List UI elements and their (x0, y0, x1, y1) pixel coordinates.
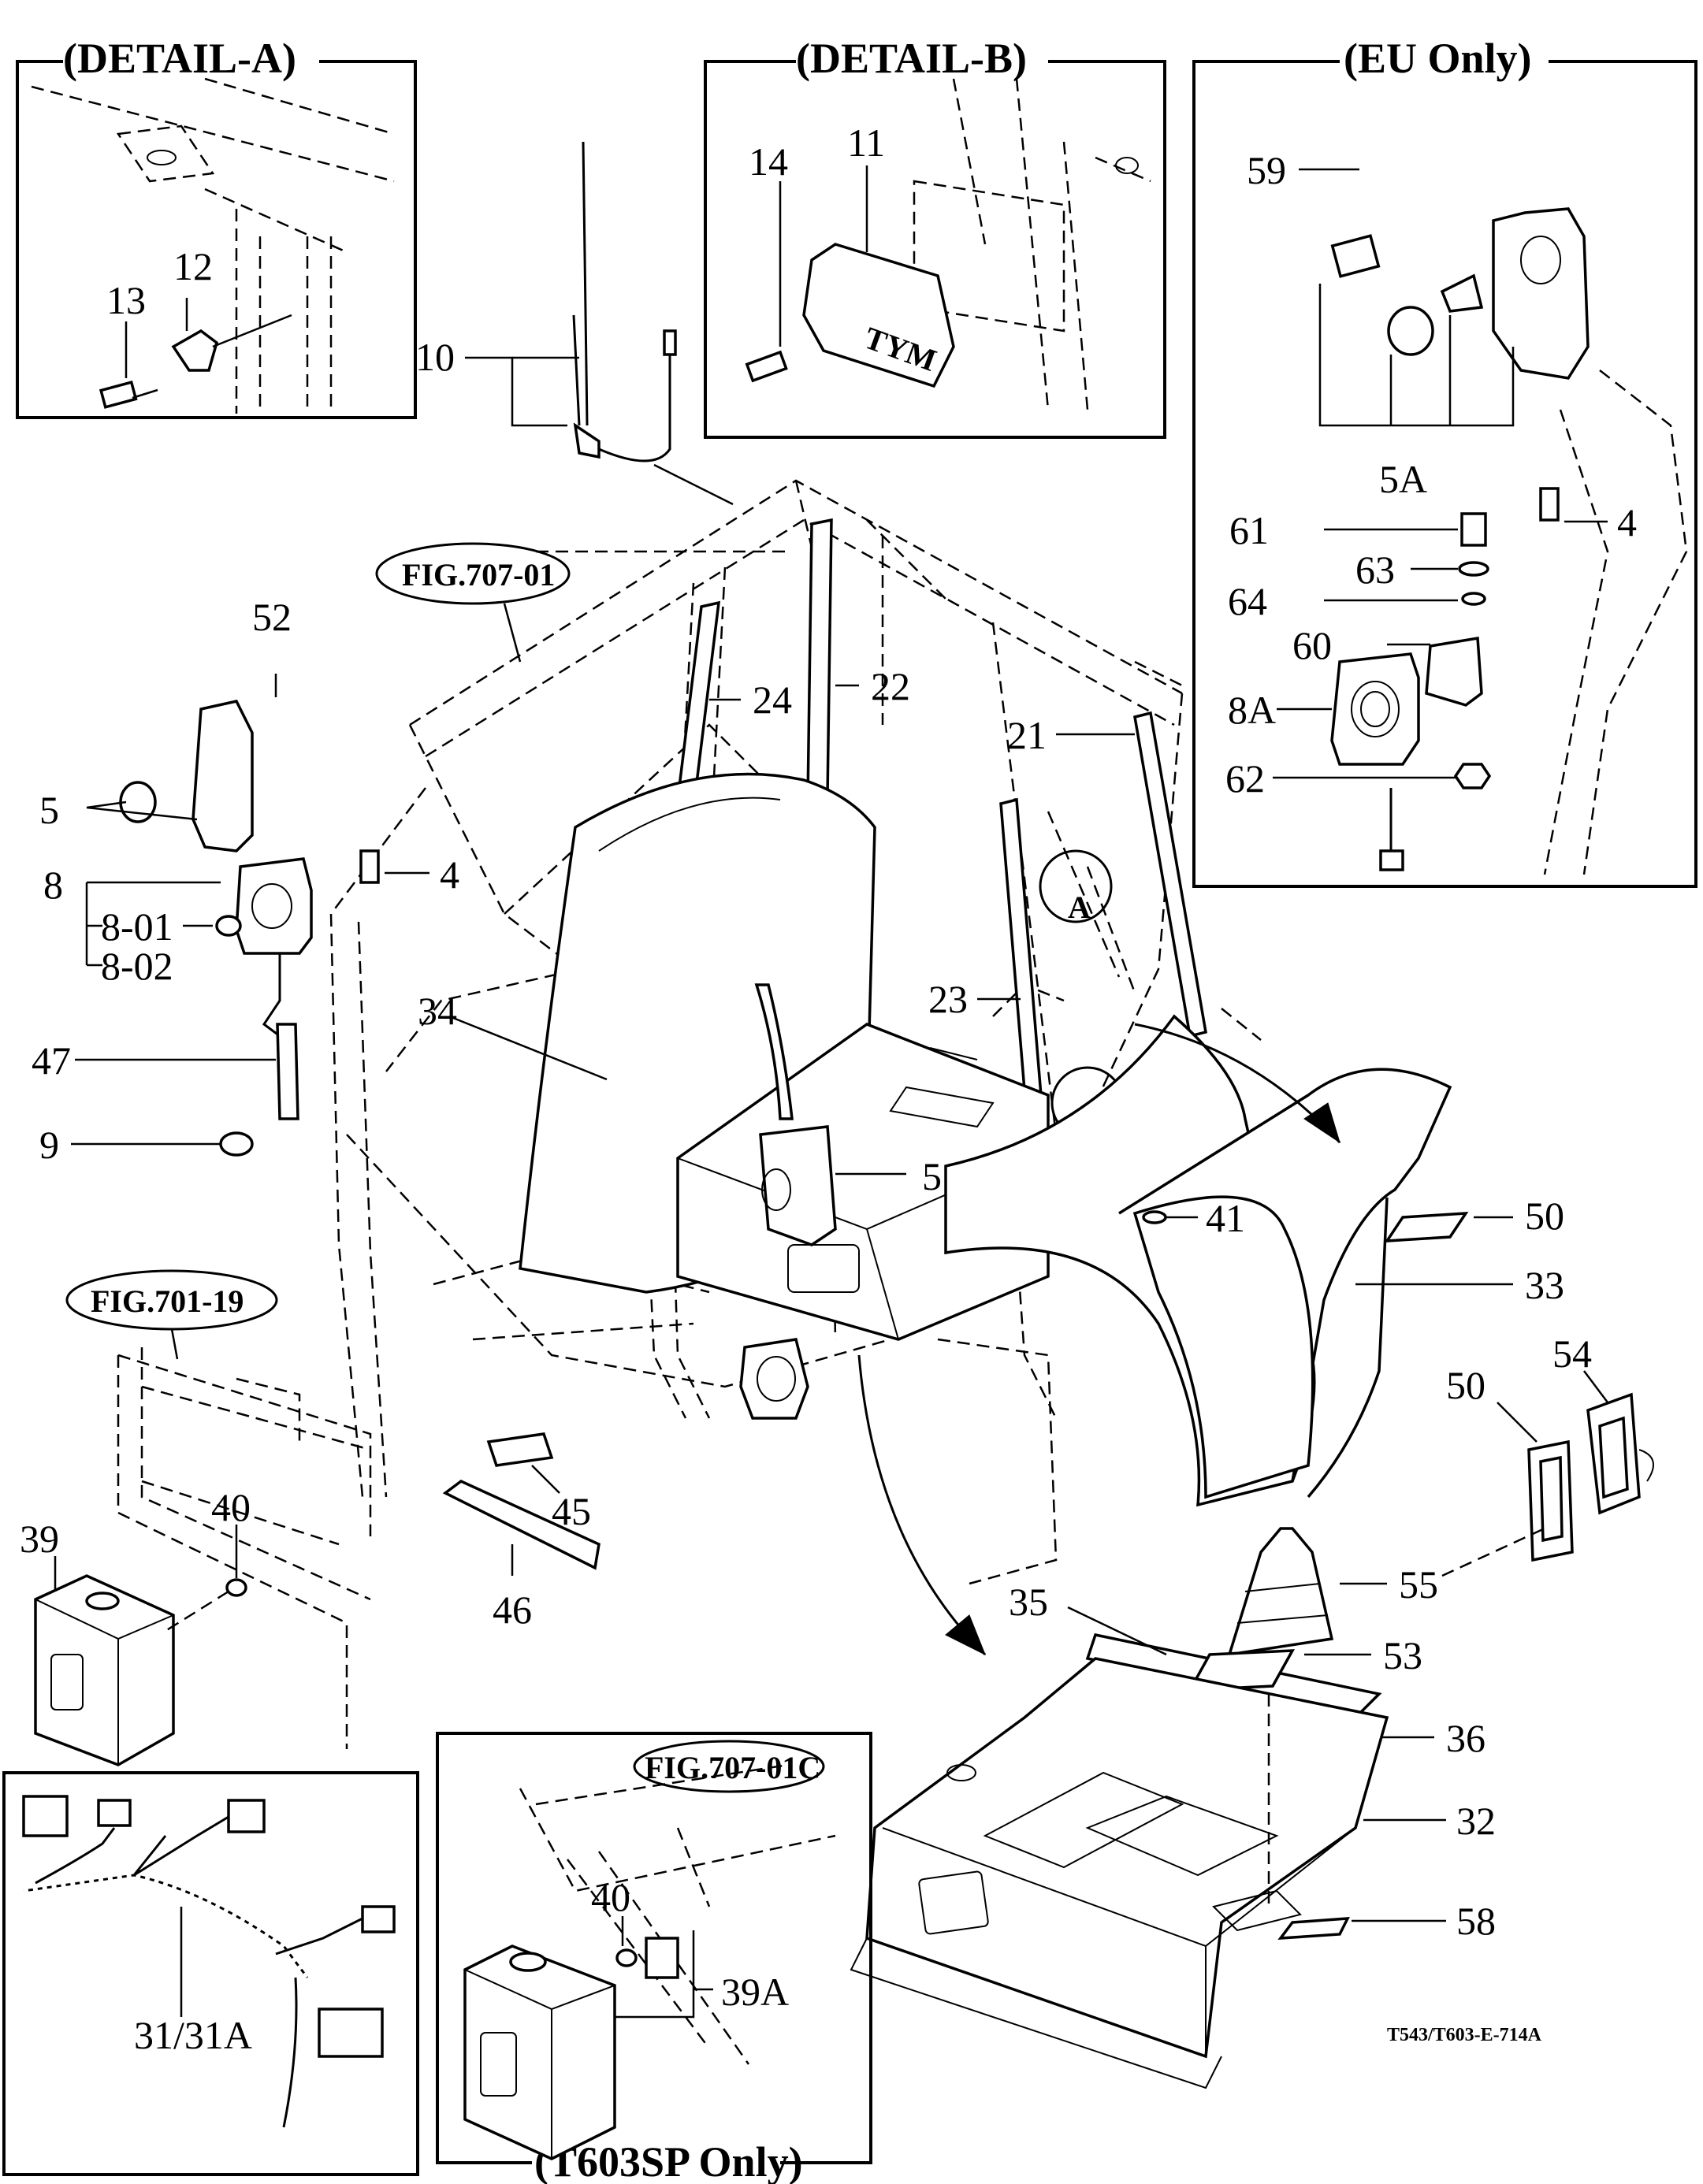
label-21: 21 (1007, 713, 1047, 757)
label-5: 5 (39, 788, 59, 832)
eu-only-panel: (EU Only) 5A 59 4 61 63 64 (1192, 35, 1697, 888)
label-40: 40 (211, 1485, 251, 1529)
right-fender: 33 50 41 (857, 1014, 1564, 1656)
label-24: 24 (753, 678, 792, 722)
label-35: 35 (1009, 1580, 1048, 1624)
label-40-t603sp: 40 (591, 1875, 630, 1919)
detail-marker-a: A (1068, 890, 1091, 925)
label-55: 55 (1399, 1562, 1438, 1606)
label-62: 62 (1225, 756, 1265, 800)
detail-b-title: (DETAIL-B) (796, 35, 1027, 82)
label-39: 39 (20, 1517, 59, 1561)
label-50b: 50 (1446, 1363, 1485, 1407)
label-61: 61 (1229, 508, 1269, 552)
label-8-01: 8-01 (101, 904, 173, 949)
label-14: 14 (749, 139, 788, 184)
antenna-assembly: 10 (415, 141, 734, 506)
floor-group: 55 35 53 36 32 58 T543/T603-E-714A (850, 1527, 1542, 2089)
label-54: 54 (1552, 1332, 1592, 1376)
label-13: 13 (106, 278, 146, 322)
harness-panel: 31/31A (2, 1771, 419, 2176)
label-46: 46 (493, 1588, 532, 1632)
label-47: 47 (32, 1038, 71, 1083)
label-50a: 50 (1525, 1194, 1564, 1238)
label-41: 41 (1206, 1196, 1245, 1240)
label-12: 12 (173, 244, 213, 288)
detail-a-panel: (DETAIL-A) 12 13 (16, 35, 417, 419)
label-36: 36 (1446, 1716, 1485, 1760)
fig-707-01-ref: FIG.707-01 (402, 557, 555, 592)
washer-tank-group: FIG.701-19 39 40 45 46 (20, 1269, 601, 1766)
rear-lamp-grommet-group: 50 54 (1441, 1332, 1654, 1577)
label-58: 58 (1456, 1899, 1496, 1943)
label-8A: 8A (1228, 688, 1276, 732)
eu-only-title: (EU Only) (1344, 35, 1532, 82)
label-53: 53 (1383, 1633, 1422, 1677)
label-59: 59 (1247, 148, 1286, 192)
drawing-code: T543/T603-E-714A (1387, 2025, 1542, 2045)
fig-707-01c-ref: FIG.707-01C (645, 1750, 820, 1785)
label-9: 9 (39, 1123, 59, 1167)
label-8-02: 8-02 (101, 944, 173, 988)
label-52: 52 (252, 595, 292, 639)
label-4: 4 (440, 852, 459, 897)
label-8: 8 (43, 863, 63, 907)
t603sp-only-panel: (T603SP Only) FIG.707-01C 40 39A (436, 1732, 872, 2184)
label-34: 34 (418, 989, 457, 1033)
label-10: 10 (415, 335, 455, 379)
seat-box: 51 A B (676, 849, 1125, 1420)
detail-b-panel: (DETAIL-B) TYM 14 11 (704, 35, 1166, 439)
fig-701-19-ref: FIG.701-19 (91, 1283, 244, 1319)
detail-a-title: (DETAIL-A) (63, 35, 296, 82)
label-23: 23 (928, 977, 968, 1021)
label-33: 33 (1525, 1263, 1564, 1307)
label-63: 63 (1355, 548, 1395, 592)
label-22: 22 (871, 664, 910, 708)
left-mirror-lamp-group: 52 5 4 8 8-01 8-02 47 9 (32, 595, 459, 1167)
label-60: 60 (1292, 623, 1332, 667)
label-5A: 5A (1379, 457, 1427, 501)
label-31-31A: 31/31A (134, 2013, 252, 2057)
label-39A: 39A (721, 1970, 789, 2014)
label-11: 11 (847, 121, 885, 165)
label-64: 64 (1228, 579, 1267, 623)
label-32: 32 (1456, 1799, 1496, 1843)
label-4-eu: 4 (1617, 500, 1637, 544)
